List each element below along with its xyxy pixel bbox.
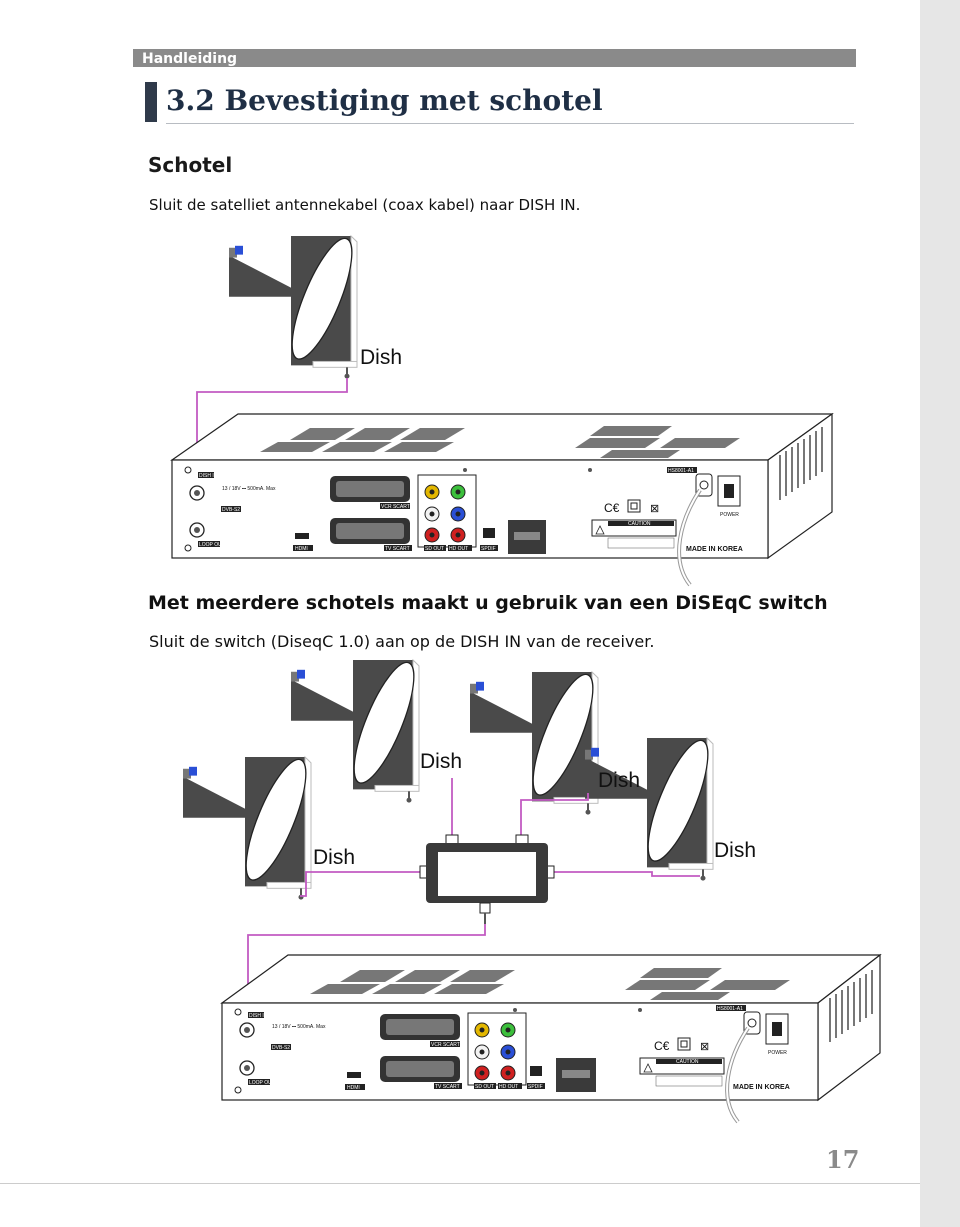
power-label: POWER (768, 1050, 787, 1056)
power-spec: 13 / 18V ⎓ 500mA. Max (272, 1024, 326, 1030)
footer-rule (0, 1183, 920, 1184)
dvb-s2-label: DVB-S2 (272, 1045, 290, 1051)
svg-text:⊠: ⊠ (700, 1041, 709, 1053)
dish-2a (182, 752, 319, 901)
diseqc-cables (247, 778, 700, 1023)
page-title: 3.2 Bevestiging met schotel (166, 84, 603, 117)
caution-label: CAUTION (676, 1059, 699, 1065)
model-label: HS8001-A1 (668, 468, 694, 474)
tv-scart-label: TV SCART (385, 546, 410, 552)
dish-label: Dish (714, 839, 756, 862)
spdif-label: SPDIF (481, 546, 496, 552)
sd-out-label: SD OUT (475, 1084, 494, 1090)
power-spec: 13 / 18V ⎓ 500mA. Max (222, 486, 276, 492)
page-edge-strip (920, 0, 960, 1227)
vcr-scart-label: VCR SCART (431, 1042, 460, 1048)
dish-label: Dish (598, 769, 640, 792)
dish-1 (228, 231, 365, 380)
svg-text:C€: C€ (604, 501, 620, 515)
power-label: POWER (720, 512, 739, 518)
title-accent-bar (145, 82, 157, 122)
title-underline (166, 123, 854, 124)
tv-scart-label: TV SCART (435, 1084, 460, 1090)
hdmi-label: HDMI (347, 1085, 360, 1091)
dvb-s2-label: DVB-S2 (222, 507, 240, 513)
hd-out-label: HD OUT (449, 546, 468, 552)
dish-label: Dish (313, 846, 355, 869)
section-text-diseqc: Sluit de switch (DiseqC 1.0) aan op de D… (149, 632, 655, 651)
loop-out-label: LOOP OUT (199, 542, 225, 548)
model-label: HS8001-A1 (717, 1006, 743, 1012)
vcr-scart-label: VCR SCART (381, 504, 410, 510)
dish-2c (469, 667, 606, 816)
dish-2d (584, 733, 721, 882)
loop-out-label: LOOP OUT (249, 1080, 275, 1086)
sd-out-label: SD OUT (425, 546, 444, 552)
svg-text:⊠: ⊠ (650, 503, 659, 515)
header-section-label: Handleiding (142, 51, 238, 67)
svg-text:C€: C€ (654, 1039, 670, 1053)
spdif-label: SPDIF (528, 1084, 543, 1090)
receiver-2: DISH IN 13 / 18V ⎓ 500mA. Max DVB-S2 LOO… (220, 953, 882, 1124)
hdmi-label: HDMI (295, 546, 308, 552)
header-bar (133, 49, 856, 67)
dish-label: Dish (420, 750, 462, 773)
page-number: 17 (826, 1145, 860, 1174)
receiver-1: DISH IN 13 / 18V ⎓ 500mA. Max DVB-S2 LOO… (170, 412, 834, 587)
dish-in-label: DISH IN (199, 473, 218, 479)
caution-label: CAUTION (628, 521, 651, 527)
made-in-label: MADE IN KOREA (686, 546, 743, 553)
dish-in-label: DISH IN (249, 1013, 268, 1019)
made-in-label: MADE IN KOREA (733, 1084, 790, 1091)
section-heading-schotel: Schotel (148, 153, 233, 177)
diseqc-switch (419, 834, 555, 924)
section-text-schotel: Sluit de satelliet antennekabel (coax ka… (149, 196, 581, 214)
dish-label: Dish (360, 346, 402, 369)
hd-out-label: HD OUT (499, 1084, 518, 1090)
section-heading-diseqc: Met meerdere schotels maakt u gebruik va… (148, 592, 828, 614)
